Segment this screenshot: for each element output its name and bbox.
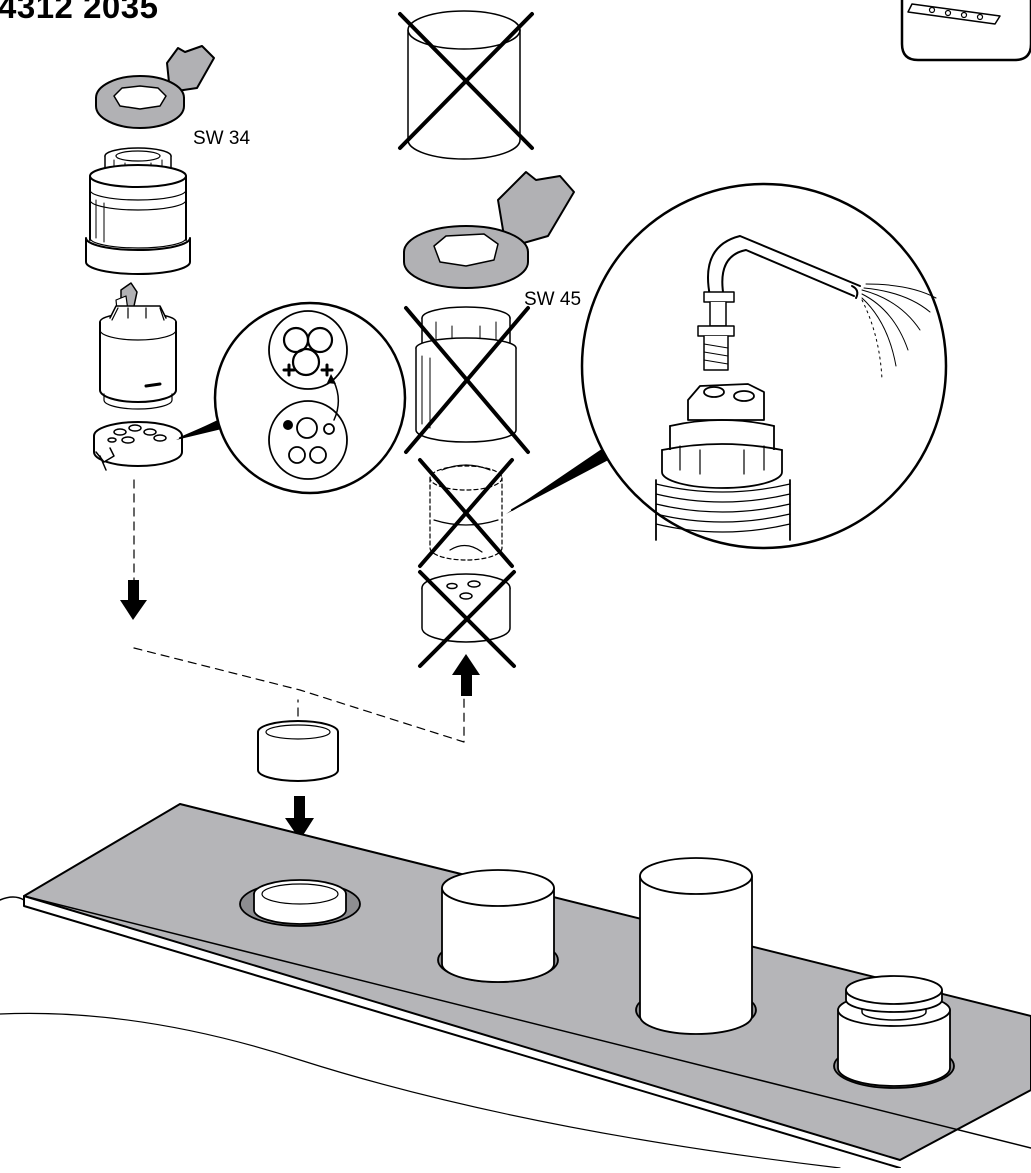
flushing-detail-circle	[580, 182, 948, 550]
deck-panel	[0, 803, 1031, 1169]
part-number: 4312 2035	[0, 0, 159, 25]
cartridge	[99, 282, 177, 410]
panel-thumbnail-icon	[900, 0, 1031, 62]
headpart-nut	[85, 147, 191, 275]
wrench-size-label-sw45: SW 45	[524, 289, 582, 310]
arrow-up-icon	[452, 654, 480, 696]
crossed-strainer-icon	[418, 458, 514, 568]
crossed-cap-icon	[398, 10, 534, 160]
water-spray-icon	[861, 283, 937, 381]
wrench-sw45	[403, 171, 575, 289]
insert-ring	[257, 720, 339, 782]
valve-detail-circle	[213, 301, 407, 495]
wrench-size-label-sw34: SW 34	[193, 128, 251, 149]
crossed-headpart-icon	[404, 306, 530, 454]
arrow-down-icon	[285, 796, 314, 840]
wrench-sw34	[95, 45, 215, 129]
crossed-check-valve-icon	[418, 570, 516, 668]
arrow-down-icon	[120, 580, 147, 620]
cartridge-seal	[93, 421, 183, 471]
